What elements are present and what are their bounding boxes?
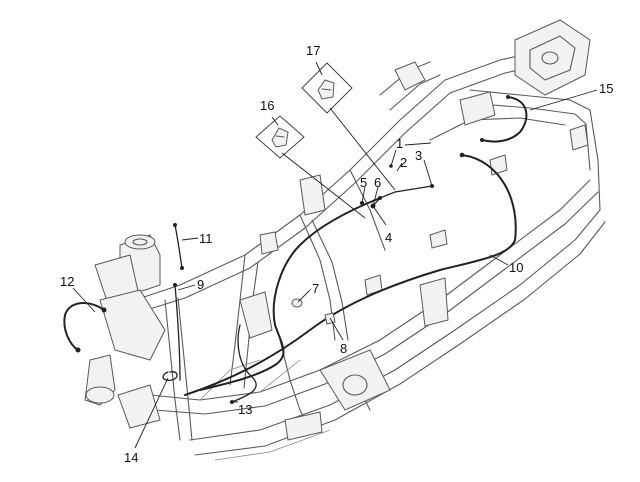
callout-13: 13: [238, 402, 252, 417]
callout-15: 15: [599, 81, 613, 96]
callout-8: 8: [340, 341, 347, 356]
cable-13: [231, 324, 257, 403]
callout-1: 1: [396, 136, 403, 151]
callout-16: 16: [260, 98, 274, 113]
callout-9: 9: [197, 277, 204, 292]
callout-14: 14: [124, 450, 138, 465]
callout-10: 10: [509, 260, 523, 275]
cable-15: [481, 96, 528, 143]
callout-7: 7: [312, 281, 319, 296]
leader-lines: [72, 61, 598, 449]
callout-4: 4: [385, 230, 392, 245]
callout-11: 11: [199, 231, 213, 246]
inset-17: [301, 62, 353, 114]
cable-4: [199, 197, 381, 391]
cable-14: [162, 371, 178, 382]
callout-5: 5: [360, 175, 367, 190]
cable-9: [174, 284, 181, 381]
scooter-frame: [84, 19, 606, 461]
callout-6: 6: [374, 175, 381, 190]
callout-12: 12: [60, 274, 74, 289]
inset-16: [255, 115, 305, 159]
cable-10: [184, 154, 517, 396]
clip-7: [291, 298, 303, 308]
callout-labels: 1 2 3 4 5 6 7 8 9 10 11 12 13 14 15 16 1…: [60, 43, 613, 465]
callout-2: 2: [400, 155, 407, 170]
cables: [63, 95, 528, 404]
cable-12: [63, 302, 105, 351]
callout-17: 17: [306, 43, 320, 58]
cable-11: [174, 224, 183, 269]
callout-3: 3: [415, 148, 422, 163]
